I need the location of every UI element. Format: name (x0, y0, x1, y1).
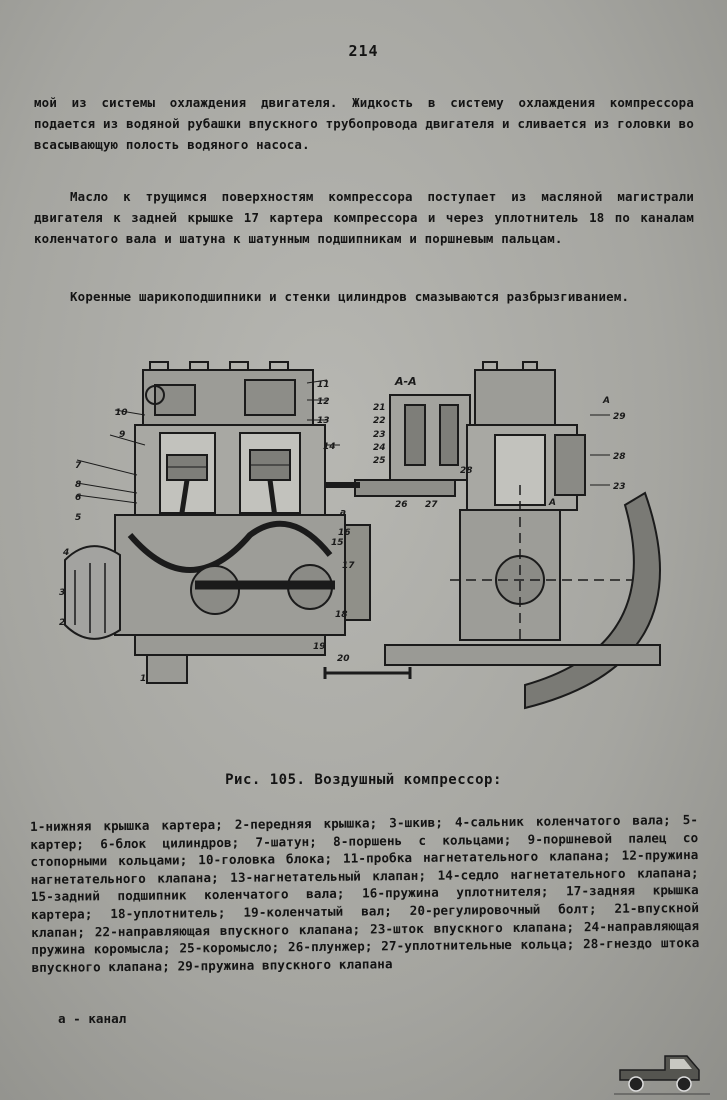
callout-25: 25 (373, 456, 386, 466)
callout-22: 22 (373, 416, 386, 426)
callout-28-right: 28 (613, 452, 626, 462)
callout-12: 12 (317, 397, 330, 407)
callout-2: 2 (59, 618, 65, 628)
callout-26: 26 (395, 500, 408, 510)
callout-8: 8 (75, 480, 81, 490)
left-section-view (64, 361, 412, 684)
callout-18: 18 (335, 610, 348, 620)
callout-15: 15 (331, 538, 344, 548)
callout-19: 19 (313, 642, 326, 652)
callout-7: 7 (75, 461, 82, 471)
callout-a-top: А (602, 396, 610, 406)
callout-a-bottom: А (548, 498, 556, 508)
callout-16: 16 (338, 528, 351, 538)
figure-callouts: 11 12 13 14 10 9 7 8 6 5 4 3 2 1 15 16 1… (59, 375, 626, 684)
callout-20: 20 (337, 654, 350, 664)
section-a-a-view (325, 394, 471, 497)
callout-21: 21 (373, 403, 386, 413)
callout-27: 27 (425, 500, 438, 510)
callout-24: 24 (373, 443, 386, 453)
callout-4: 4 (62, 548, 69, 558)
figure-legend: 1-нижняя крышка картера; 2-передняя крыш… (30, 812, 700, 975)
callout-1: 1 (140, 674, 146, 684)
compressor-drawing: 11 12 13 14 10 9 7 8 6 5 4 3 2 1 15 16 1… (59, 361, 661, 710)
callout-23-right: 23 (613, 482, 626, 492)
callout-23: 23 (373, 430, 386, 440)
section-label: А-А (394, 375, 417, 388)
figure-caption: Рис. 105. Воздушный компрессор: (225, 772, 502, 788)
right-section-view (384, 361, 661, 710)
callout-17: 17 (342, 561, 355, 571)
leader-lines (76, 379, 610, 504)
callout-3: 3 (59, 588, 65, 598)
callout-11: 11 (317, 380, 330, 390)
legend-tail: а - канал (58, 1011, 127, 1026)
callout-6: 6 (75, 493, 81, 503)
callout-10: 10 (115, 408, 128, 418)
callout-9: 9 (119, 430, 125, 440)
callout-28-middle: 28 (460, 466, 473, 476)
page-number: 214 (348, 42, 379, 60)
paragraph-2: Масло к трущимся поверхностям компрессор… (34, 189, 694, 246)
paragraph-3: Коренные шарикоподшипники и стенки цилин… (70, 289, 630, 304)
truck-icon (612, 1040, 712, 1096)
callout-29: 29 (613, 412, 626, 422)
paragraph-1: мой из системы охлаждения двигателя. Жид… (34, 95, 694, 152)
callout-13: 13 (317, 416, 330, 426)
callout-5: 5 (75, 513, 81, 523)
callout-a: а (340, 508, 346, 518)
compressor-figure: 11 12 13 14 10 9 7 8 6 5 4 3 2 1 15 16 1… (55, 355, 675, 740)
callout-14: 14 (323, 442, 336, 452)
